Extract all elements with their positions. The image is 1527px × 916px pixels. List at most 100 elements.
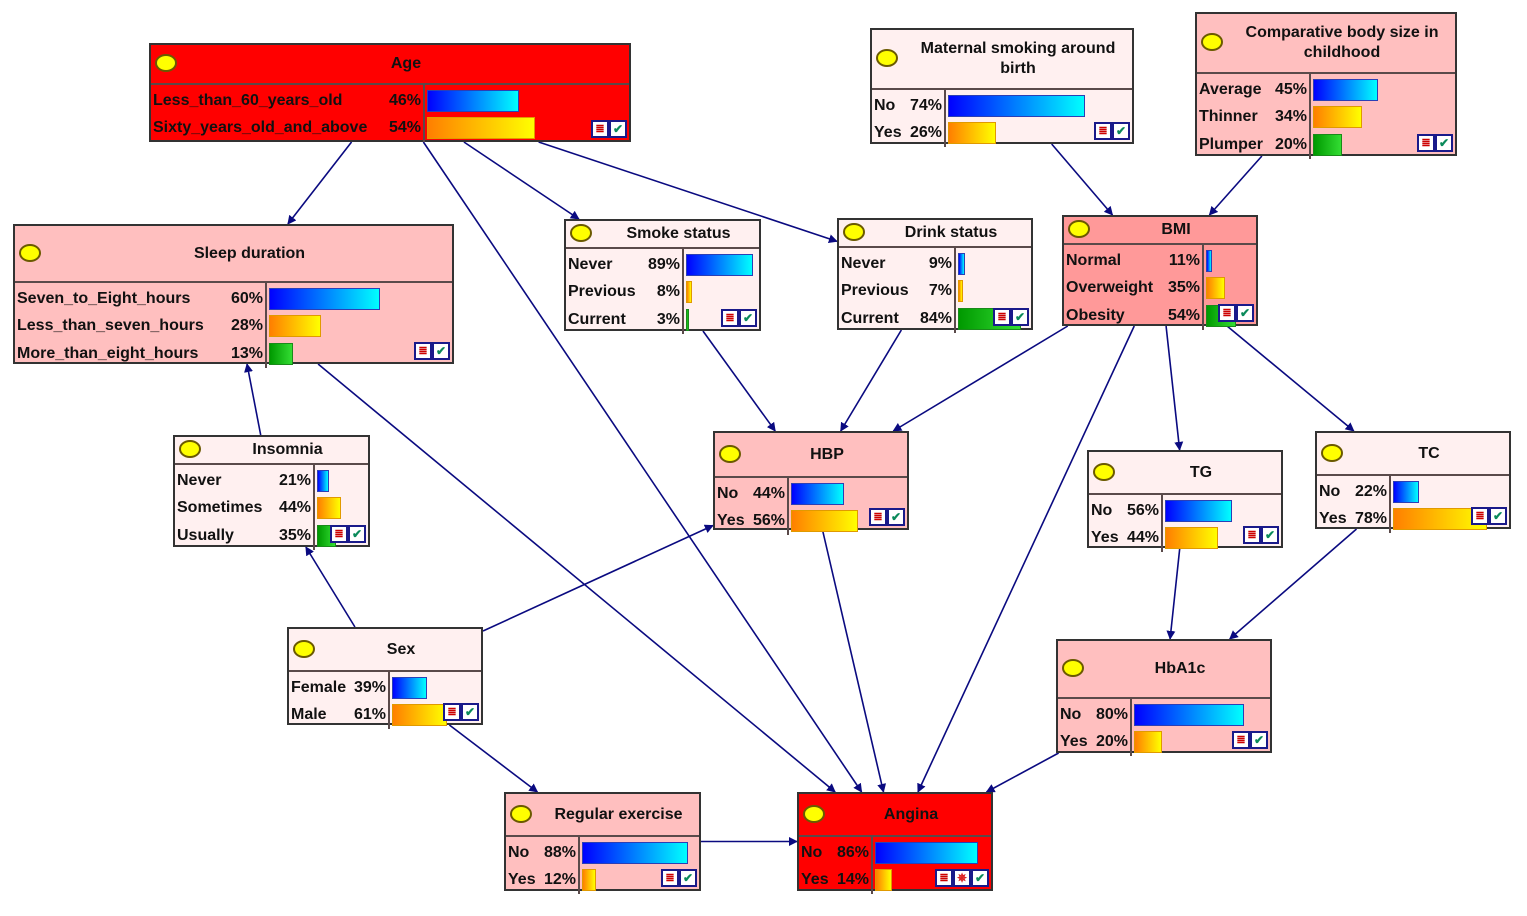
tree-icon[interactable]: ≣ bbox=[1094, 122, 1112, 140]
check-icon[interactable]: ✔ bbox=[461, 703, 479, 721]
node-header[interactable]: Smoke status bbox=[566, 221, 759, 249]
node-status-indicator-icon[interactable] bbox=[876, 49, 898, 67]
node-header[interactable]: Age bbox=[151, 45, 629, 85]
tree-icon[interactable]: ≣ bbox=[443, 703, 461, 721]
evidence-icon[interactable]: ✵ bbox=[953, 869, 971, 887]
tree-icon[interactable]: ≣ bbox=[721, 309, 739, 327]
node-header[interactable]: Angina bbox=[799, 794, 991, 837]
node-status-indicator-icon[interactable] bbox=[1062, 659, 1084, 677]
check-icon[interactable]: ✔ bbox=[1250, 731, 1268, 749]
node-header[interactable]: HbA1c bbox=[1058, 641, 1270, 699]
check-icon[interactable]: ✔ bbox=[1489, 507, 1507, 525]
node-status-indicator-icon[interactable] bbox=[179, 440, 201, 458]
node-status-indicator-icon[interactable] bbox=[293, 639, 315, 658]
node-status-indicator-icon[interactable] bbox=[843, 223, 865, 241]
check-icon[interactable]: ✔ bbox=[348, 525, 366, 543]
node-header[interactable]: TG bbox=[1089, 452, 1281, 495]
tree-icon[interactable]: ≣ bbox=[1243, 526, 1261, 544]
node-header[interactable]: Comparative body size in childhood bbox=[1197, 14, 1455, 74]
node-status-indicator-icon[interactable] bbox=[719, 444, 741, 463]
node-status-indicator-icon[interactable] bbox=[1093, 462, 1115, 481]
node-status-indicator-icon[interactable] bbox=[155, 54, 177, 72]
node-status-indicator-icon[interactable] bbox=[803, 804, 825, 823]
node-header[interactable]: Maternal smoking around birth bbox=[872, 30, 1132, 90]
tree-icon[interactable]: ≣ bbox=[1232, 731, 1250, 749]
node-header[interactable]: Insomnia bbox=[175, 437, 368, 465]
tree-icon[interactable]: ≣ bbox=[1218, 304, 1236, 322]
check-icon[interactable]: ✔ bbox=[1435, 134, 1453, 152]
tree-icon[interactable]: ≣ bbox=[591, 120, 609, 138]
node-status-indicator-icon[interactable] bbox=[510, 804, 532, 823]
node-status-indicator-icon[interactable] bbox=[1201, 33, 1223, 51]
check-icon[interactable]: ✔ bbox=[679, 869, 697, 887]
node-header[interactable]: Sex bbox=[289, 629, 481, 672]
tree-icon[interactable]: ≣ bbox=[935, 869, 953, 887]
check-icon[interactable]: ✔ bbox=[1261, 526, 1279, 544]
node-status-indicator-icon[interactable] bbox=[19, 243, 41, 262]
check-icon[interactable]: ✔ bbox=[1011, 308, 1029, 326]
check-icon[interactable]: ✔ bbox=[1236, 304, 1254, 322]
node-status-indicator-icon[interactable] bbox=[570, 224, 592, 242]
check-icon[interactable]: ✔ bbox=[887, 508, 905, 526]
check-icon[interactable]: ✔ bbox=[1112, 122, 1130, 140]
tree-icon[interactable]: ≣ bbox=[330, 525, 348, 543]
node-status-indicator-icon[interactable] bbox=[1068, 220, 1090, 238]
tree-icon[interactable]: ≣ bbox=[414, 342, 432, 360]
tree-icon[interactable]: ≣ bbox=[993, 308, 1011, 326]
tree-icon[interactable]: ≣ bbox=[661, 869, 679, 887]
tree-icon[interactable]: ≣ bbox=[869, 508, 887, 526]
node-header[interactable]: Drink status bbox=[839, 220, 1031, 248]
check-icon[interactable]: ✔ bbox=[432, 342, 450, 360]
node-header[interactable]: TC bbox=[1317, 433, 1509, 476]
tree-icon[interactable]: ≣ bbox=[1417, 134, 1435, 152]
check-icon[interactable]: ✔ bbox=[609, 120, 627, 138]
check-icon[interactable]: ✔ bbox=[971, 869, 989, 887]
check-icon[interactable]: ✔ bbox=[739, 309, 757, 327]
node-status-indicator-icon[interactable] bbox=[1321, 443, 1343, 462]
